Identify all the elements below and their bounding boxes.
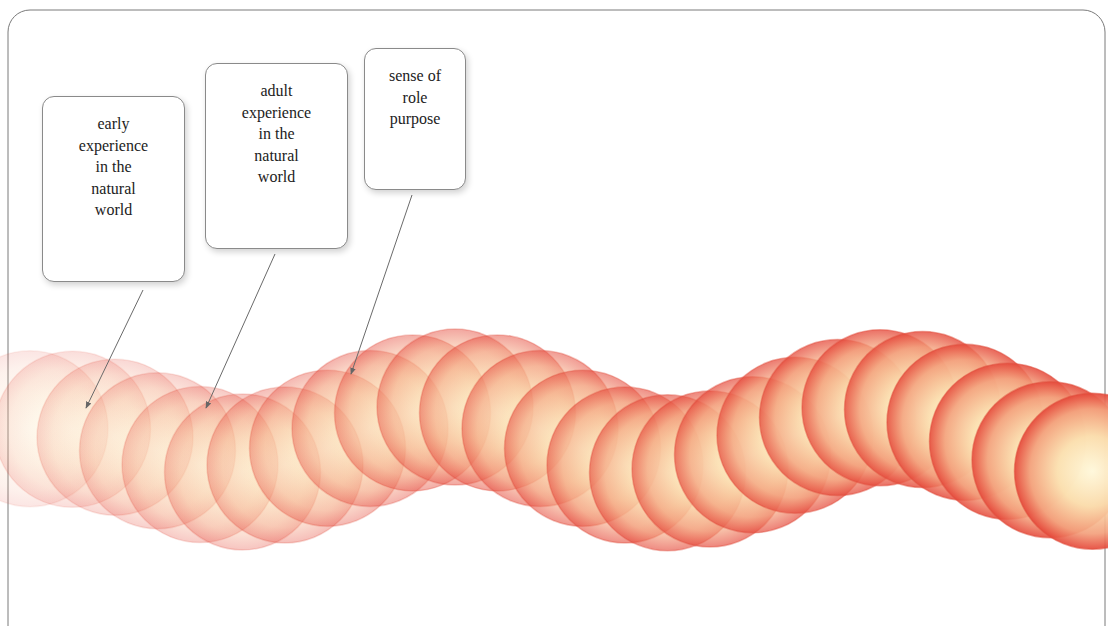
callout-text: early experience in the natural world — [74, 113, 154, 221]
callout-text: adult experience in the natural world — [237, 80, 317, 188]
callout-box: sense of role purpose — [364, 48, 466, 190]
leader-line — [351, 195, 412, 374]
callout-box: adult experience in the natural world — [205, 63, 348, 249]
callout-box: early experience in the natural world — [42, 96, 185, 282]
callout-text: sense of role purpose — [379, 65, 451, 130]
circle-wave — [0, 329, 1108, 551]
frame — [8, 10, 1105, 626]
wave-circle — [1015, 393, 1108, 549]
leader-line — [206, 254, 275, 408]
leader-line — [86, 290, 143, 408]
